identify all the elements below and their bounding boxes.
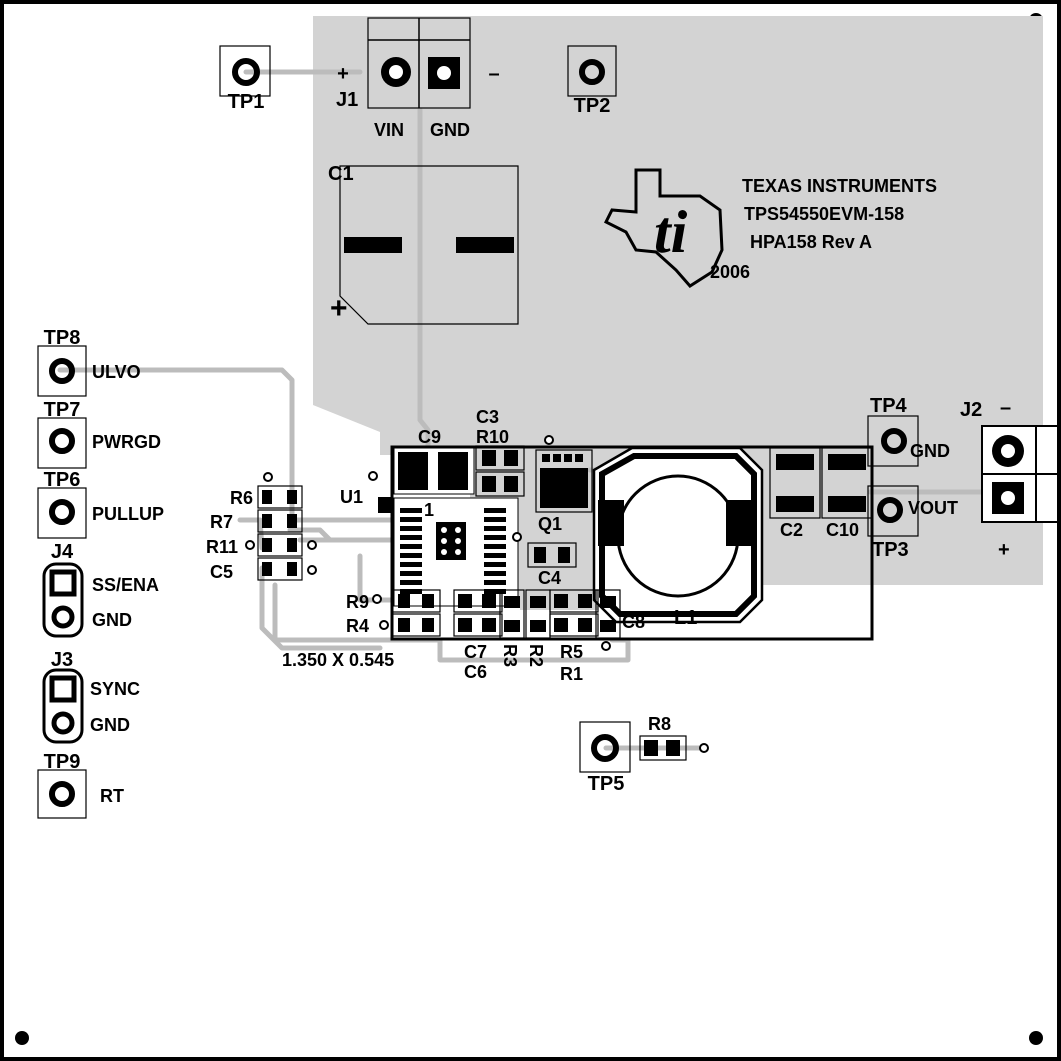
tp3-test-point[interactable] <box>867 485 919 537</box>
tp1-test-point[interactable] <box>219 45 271 97</box>
j1-gnd-label: GND <box>430 120 470 140</box>
tp4-gnd-label: GND <box>910 441 950 461</box>
q1-transistor[interactable] <box>535 435 593 513</box>
j2-minus-label: – <box>1000 397 1011 419</box>
j1-ref: J1 <box>336 89 358 111</box>
svg-text:ti: ti <box>654 199 688 265</box>
j2-plus-label: + <box>998 539 1010 561</box>
mounting-hole <box>15 1031 29 1045</box>
bottom-passives-row[interactable] <box>372 589 621 651</box>
j3-gnd-label: GND <box>90 715 130 735</box>
r8-ref: R8 <box>648 714 671 734</box>
pwrgd-label: PWRGD <box>92 432 161 452</box>
ulvo-label: ULVO <box>92 362 141 382</box>
c3-ref: C3 <box>476 407 499 427</box>
r2-ref: R2 <box>526 644 546 667</box>
r11-ref: R11 <box>206 537 238 557</box>
c6-ref: C6 <box>464 662 487 682</box>
r6-ref: R6 <box>230 488 253 508</box>
c4-capacitor[interactable] <box>527 542 577 568</box>
c10-ref: C10 <box>826 520 859 540</box>
j2-ref: J2 <box>960 399 982 421</box>
c9-ref: C9 <box>418 427 441 447</box>
tp6-test-point[interactable] <box>37 487 87 539</box>
tp7-label: TP7 <box>44 399 81 421</box>
tp9-test-point[interactable] <box>37 769 87 819</box>
j4-jumper[interactable] <box>42 562 84 638</box>
c2-c10-output-capacitors[interactable] <box>769 447 873 519</box>
j1-plus-label: + <box>337 63 349 85</box>
u1-ref: U1 <box>340 487 363 507</box>
logo-board: TPS54550EVM-158 <box>744 204 904 224</box>
c8-ref: C8 <box>622 612 645 632</box>
j3-ref: J3 <box>51 649 73 671</box>
tp8-test-point[interactable] <box>37 345 87 397</box>
sync-label: SYNC <box>90 679 140 699</box>
tp4-test-point[interactable] <box>867 415 919 467</box>
c2-ref: C2 <box>780 520 803 540</box>
mounting-hole <box>1029 1031 1043 1045</box>
l1-ref: L1 <box>674 607 697 629</box>
tp5-test-point[interactable] <box>579 721 631 773</box>
logo-company: TEXAS INSTRUMENTS <box>742 176 937 196</box>
tp7-test-point[interactable] <box>37 417 87 469</box>
logo-revision: HPA158 Rev A <box>750 232 872 252</box>
logo-year: 2006 <box>710 262 750 282</box>
vout-label: VOUT <box>908 498 958 518</box>
u1-ic[interactable] <box>368 471 522 607</box>
tp3-label: TP3 <box>872 539 909 561</box>
tp2-label: TP2 <box>574 95 611 117</box>
r7-ref: R7 <box>210 512 233 532</box>
q1-ref: Q1 <box>538 514 562 534</box>
r4-ref: R4 <box>346 616 369 636</box>
j4-ref: J4 <box>51 541 74 563</box>
ti-logo-icon: ti <box>603 168 724 288</box>
tp8-label: TP8 <box>44 327 81 349</box>
j1-terminal-block[interactable] <box>367 17 471 109</box>
r3-ref: R3 <box>500 644 520 667</box>
l1-inductor[interactable] <box>592 446 764 624</box>
c1-ref: C1 <box>328 163 354 185</box>
c3-r10-parts[interactable] <box>475 445 525 497</box>
c1-capacitor[interactable] <box>339 165 519 325</box>
tp5-label: TP5 <box>588 773 625 795</box>
c5-ref: C5 <box>210 562 233 582</box>
j2-terminal-block[interactable] <box>981 425 1059 523</box>
tp1-label: TP1 <box>228 91 265 113</box>
r1-ref: R1 <box>560 664 583 684</box>
r8-resistor[interactable] <box>639 735 709 761</box>
j4-gnd-label: GND <box>92 610 132 630</box>
j1-minus-label: – <box>488 63 499 85</box>
pullup-label: PULLUP <box>92 504 164 524</box>
board-dimensions: 1.350 X 0.545 <box>282 650 394 670</box>
tp6-label: TP6 <box>44 469 81 491</box>
c9-capacitor[interactable] <box>393 447 475 495</box>
r10-ref: R10 <box>476 427 509 447</box>
j3-jumper[interactable] <box>42 668 84 744</box>
r5-ref: R5 <box>560 642 583 662</box>
c1-polarity: + <box>330 292 348 325</box>
tp9-label: TP9 <box>44 751 81 773</box>
rt-label: RT <box>100 786 124 806</box>
r6-r7-r11-c5-resistors[interactable] <box>245 472 317 581</box>
r9-ref: R9 <box>346 592 369 612</box>
j1-vin-label: VIN <box>374 120 404 140</box>
tp4-label: TP4 <box>870 395 908 417</box>
ss-ena-label: SS/ENA <box>92 575 159 595</box>
c7-ref: C7 <box>464 642 487 662</box>
u1-pin1-marker: 1 <box>424 500 434 520</box>
tp2-test-point[interactable] <box>567 45 617 97</box>
c4-ref: C4 <box>538 568 561 588</box>
